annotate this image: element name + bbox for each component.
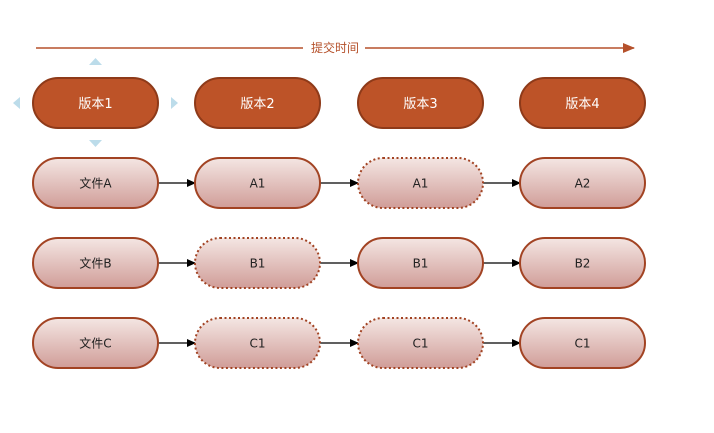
selection-handles[interactable] [13,58,178,147]
snapshot-node-a-v4[interactable]: A2 [519,157,646,209]
version-node-1[interactable]: 版本1 [32,77,159,129]
snapshot-pill-unchanged [357,157,484,209]
snapshot-pill-unchanged [194,317,321,369]
timeline-label-bg [303,40,365,56]
snapshot-node-c-v3[interactable]: C1 [357,317,484,369]
snapshot-label: C1 [249,337,265,351]
file-pill [32,317,159,369]
version-node-3[interactable]: 版本3 [357,77,484,129]
snapshot-pill [519,157,646,209]
version-pill [519,77,646,129]
version-label: 版本3 [403,97,437,112]
version-pill [357,77,484,129]
file-label: 文件A [79,176,112,191]
file-pill [32,157,159,209]
snapshot-label: A1 [250,177,266,191]
file-row-c: 文件C C1 C1 C1 [32,317,646,369]
version-label: 版本1 [78,97,112,112]
snapshot-node-a-v3[interactable]: A1 [357,157,484,209]
timeline: 提交时间 [36,40,635,56]
version-node-4[interactable]: 版本4 [519,77,646,129]
file-node-c[interactable]: 文件C [32,317,159,369]
snapshot-label: A2 [575,177,591,191]
snapshot-pill-unchanged [194,237,321,289]
file-pill [32,237,159,289]
snapshot-label: A1 [413,177,429,191]
snapshot-pill [357,237,484,289]
version-label: 版本2 [240,97,274,112]
snapshot-pill-unchanged [357,317,484,369]
handle-right-icon[interactable] [171,97,178,109]
snapshot-pill [519,237,646,289]
file-label: 文件B [79,256,111,271]
handle-up-icon[interactable] [89,58,102,65]
snapshot-pill [519,317,646,369]
file-node-b[interactable]: 文件B [32,237,159,289]
snapshot-label: B1 [413,257,429,271]
snapshot-label: C1 [412,337,428,351]
snapshot-label: B2 [575,257,591,271]
version-pill [32,77,159,129]
file-label: 文件C [79,336,111,351]
snapshot-pill [194,157,321,209]
snapshot-label: C1 [574,337,590,351]
version-pill [194,77,321,129]
handle-left-icon[interactable] [13,97,20,109]
version-label: 版本4 [565,97,599,112]
snapshot-node-c-v2[interactable]: C1 [194,317,321,369]
timeline-label: 提交时间 [311,40,359,55]
file-row-b: 文件B B1 B1 B2 [32,237,646,289]
snapshot-node-b-v3[interactable]: B1 [357,237,484,289]
snapshot-node-b-v4[interactable]: B2 [519,237,646,289]
file-node-a[interactable]: 文件A [32,157,159,209]
snapshot-label: B1 [250,257,266,271]
snapshot-node-a-v2[interactable]: A1 [194,157,321,209]
version-row: 版本1 版本2 版本3 版本4 [32,77,646,129]
version-node-2[interactable]: 版本2 [194,77,321,129]
snapshot-node-c-v4[interactable]: C1 [519,317,646,369]
handle-down-icon[interactable] [89,140,102,147]
file-row-a: 文件A A1 A1 A2 [32,157,646,209]
snapshot-node-b-v2[interactable]: B1 [194,237,321,289]
